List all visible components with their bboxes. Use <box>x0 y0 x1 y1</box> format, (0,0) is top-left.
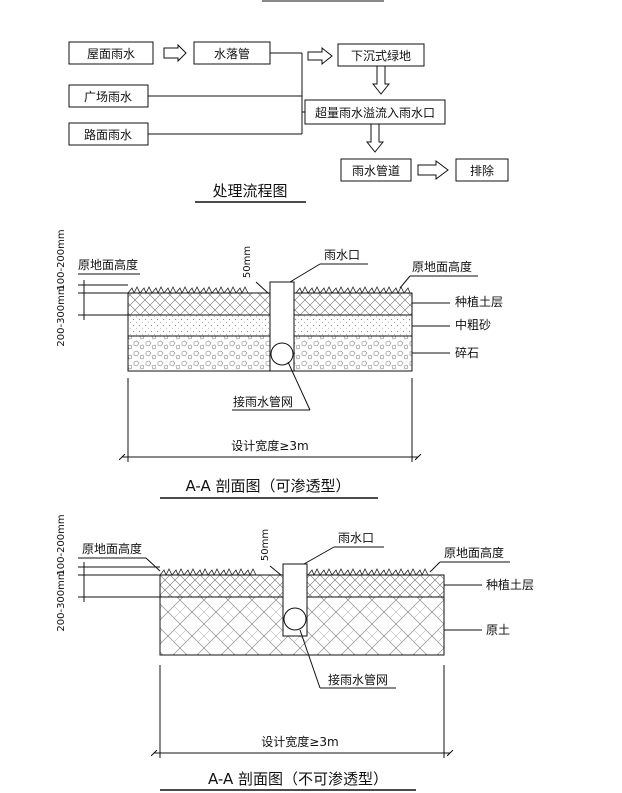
layer-label-soil: 种植土层 <box>486 577 534 592</box>
label-50mm: 50mm <box>242 246 253 278</box>
label-ground-right: 原地面高度 <box>444 545 504 560</box>
arrow-to-sunken <box>307 46 333 66</box>
layer-label-gravel: 碎石 <box>455 345 479 360</box>
label-rain-inlet: 雨水口 <box>324 248 360 262</box>
grass <box>159 568 257 576</box>
leader <box>289 263 321 283</box>
label-ground-right: 原地面高度 <box>412 259 472 274</box>
arrow-sunken-to-overflow <box>371 65 391 95</box>
box-roof-rain <box>68 41 154 65</box>
leader <box>303 546 335 565</box>
arrow-overflow-to-pipe <box>365 123 385 153</box>
box-rain-pipe-label: 雨水管道 <box>352 163 400 178</box>
leader <box>269 565 282 576</box>
flow-title: 处理流程图 <box>212 182 287 200</box>
leader <box>145 557 161 572</box>
layer-label-sand: 中粗砂 <box>455 317 491 332</box>
pipe-circle <box>270 342 294 366</box>
dim-200-300: 200-300mm <box>56 570 67 631</box>
dim-100-200: 100-200mm <box>56 514 67 575</box>
box-plaza-rain <box>68 84 149 108</box>
grass <box>295 286 411 294</box>
layer-label-native: 原土 <box>486 623 510 637</box>
label-network: 接雨水管网 <box>328 672 388 687</box>
grass <box>127 286 249 294</box>
section-permeable: 100-200mm 200-300mm 原地面高度 50mm 雨水口 原地面高度… <box>56 229 503 499</box>
label-rain-inlet: 雨水口 <box>338 531 374 545</box>
box-road-rain-label: 路面雨水 <box>84 127 132 142</box>
flow-chart: 屋面雨水 水落管 下沉式绿地 广场雨水 超量雨水溢流入雨水口 路面雨水 雨水管道… <box>68 41 509 203</box>
leader <box>287 361 311 411</box>
box-overflow-label: 超量雨水溢流入雨水口 <box>315 105 435 120</box>
box-downpipe-label: 水落管 <box>214 46 250 61</box>
section2-title: A-A 剖面图（不可渗透型） <box>208 770 388 788</box>
label-width: 设计宽度≥3m <box>261 734 338 749</box>
dim-200-300: 200-300mm <box>56 285 67 346</box>
leader <box>399 275 411 289</box>
leader <box>299 629 321 689</box>
grass <box>307 568 429 576</box>
layer-label-soil: 种植土层 <box>455 294 503 309</box>
section-impermeable: 100-200mm 200-300mm 原地面高度 50mm 雨水口 原地面高度… <box>56 514 534 791</box>
label-ground-left: 原地面高度 <box>78 257 138 272</box>
box-rain-pipe <box>340 158 412 182</box>
box-overflow <box>304 99 446 125</box>
pipe-circle <box>283 607 307 631</box>
box-sunken-green-label: 下沉式绿地 <box>351 48 411 63</box>
box-discharge <box>455 158 509 182</box>
label-50mm: 50mm <box>260 529 271 561</box>
label-network: 接雨水管网 <box>233 394 293 409</box>
arrow-pipe-to-discharge <box>417 160 449 180</box>
section1-title: A-A 剖面图（可渗透型） <box>185 477 350 495</box>
leader <box>429 561 441 573</box>
label-width: 设计宽度≥3m <box>231 438 308 453</box>
box-plaza-rain-label: 广场雨水 <box>84 90 132 104</box>
box-discharge-label: 排除 <box>470 163 494 178</box>
leader <box>255 281 269 294</box>
dim-100-200: 100-200mm <box>56 229 67 290</box>
arrow-roof-to-downpipe <box>163 43 187 63</box>
box-road-rain <box>68 122 149 146</box>
label-ground-left: 原地面高度 <box>82 541 142 556</box>
box-roof-rain-label: 屋面雨水 <box>87 47 135 61</box>
